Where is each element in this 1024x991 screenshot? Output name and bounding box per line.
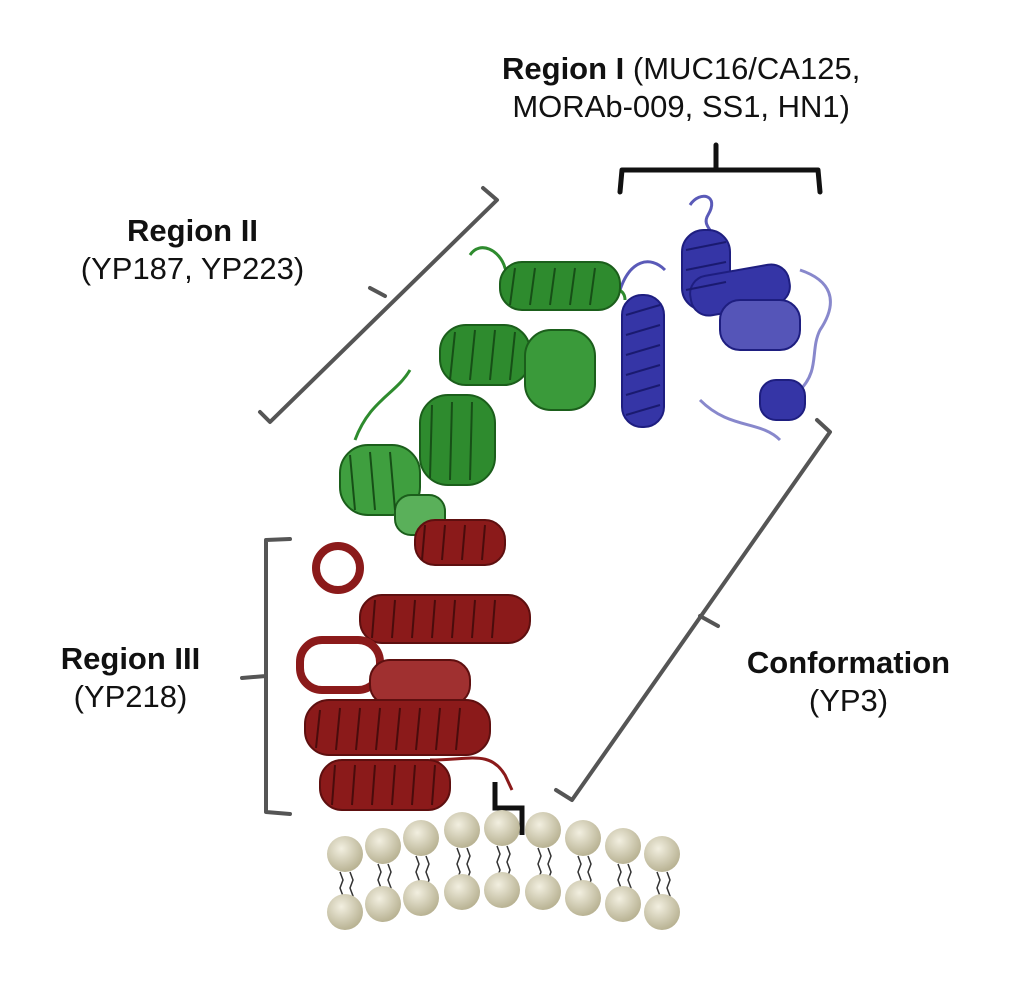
lipid-head-top [403,820,439,856]
region-i-helices [618,194,832,442]
lipid-head-top [365,828,401,864]
lipid-head-bottom [525,874,561,910]
lipid-head-top [605,828,641,864]
lipid-head-bottom [644,894,680,930]
region-ii-name: Region II [127,213,258,248]
lipid-head-top [525,812,561,848]
gpi-anchor [492,782,525,835]
lipid-head-top [327,836,363,872]
conformation-label: Conformation (YP3) [726,644,971,720]
lipid-tail [506,845,511,879]
lipid-bilayer [327,810,680,930]
region-iii-detail: (YP218) [73,679,188,714]
region-iii-label: Region III (YP218) [38,640,223,716]
region-i-name: Region I [502,51,625,86]
lipid-head-bottom [327,894,363,930]
region-ii-bracket [258,186,499,424]
region-i-label: Region I (MUC16/CA125, MORAb-009, SS1, H… [502,50,860,126]
lipid-head-top [484,810,520,846]
region-ii-helices [339,246,627,536]
region-ii-detail: (YP187, YP223) [80,251,305,286]
lipid-head-top [644,836,680,872]
region-ii-label: Region II (YP187, YP223) [60,212,325,288]
conformation-bracket [554,418,832,802]
lipid-tail [547,847,552,881]
conformation-name: Conformation [746,645,951,680]
lipid-head-top [444,812,480,848]
region-iii-helices [296,519,531,811]
lipid-head-bottom [365,886,401,922]
lipid-head-top [565,820,601,856]
lipid-head-bottom [565,880,601,916]
lipid-head-bottom [605,886,641,922]
region-i-bracket [617,142,823,195]
lipid-head-bottom [403,880,439,916]
conformation-detail: (YP3) [808,683,889,718]
region-i-detail-line1: (MUC16/CA125, [632,51,861,86]
lipid-head-bottom [444,874,480,910]
region-iii-bracket [240,537,292,816]
lipid-tail [466,847,471,881]
lipid-head-bottom [484,872,520,908]
region-iii-name: Region III [60,641,201,676]
region-i-detail-line2: MORAb-009, SS1, HN1) [512,89,850,124]
